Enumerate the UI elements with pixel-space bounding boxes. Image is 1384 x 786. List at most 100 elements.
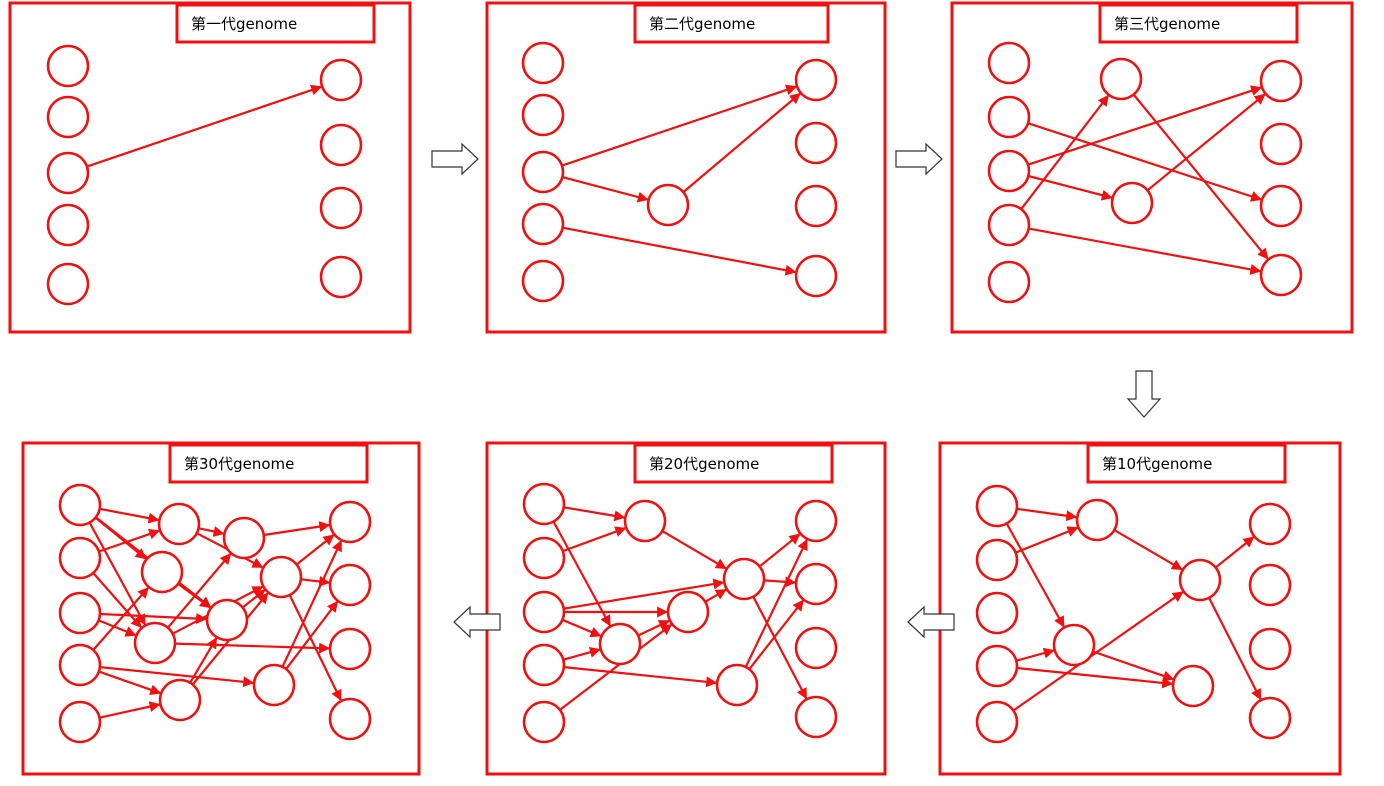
- hidden-node: [158, 678, 202, 722]
- output-node: [794, 695, 838, 739]
- panel-title: 第20代genome: [649, 455, 759, 473]
- input-node: [58, 483, 102, 527]
- panel-frame: [938, 441, 1342, 776]
- output-node: [794, 121, 838, 165]
- input-node: [521, 202, 565, 246]
- hidden-node: [222, 516, 266, 560]
- hidden-node: [646, 183, 690, 227]
- connection-arrow: [744, 538, 808, 668]
- connection-arrow: [241, 589, 266, 609]
- hidden-node: [623, 499, 667, 543]
- input-node: [987, 203, 1031, 247]
- connection-arrow: [1027, 122, 1263, 202]
- input-node: [58, 536, 102, 580]
- output-node: [1248, 696, 1292, 740]
- input-node: [975, 484, 1019, 528]
- output-node: [328, 697, 372, 741]
- connection-arrow: [763, 576, 797, 588]
- connection-arrow: [1028, 227, 1262, 275]
- connection-arrow: [99, 507, 160, 524]
- connection-arrow: [1208, 597, 1262, 701]
- input-node: [58, 591, 102, 635]
- hidden-node: [715, 663, 759, 707]
- connections: [561, 84, 801, 276]
- panel-frame: [21, 441, 421, 776]
- connection-arrow: [561, 84, 798, 167]
- connection-arrow: [174, 642, 331, 654]
- input-node: [987, 260, 1031, 304]
- connection-arrow: [1005, 522, 1065, 628]
- output-node: [328, 563, 372, 607]
- hidden-node: [666, 590, 710, 634]
- panel-title-box: [1098, 3, 1299, 44]
- connection-arrow: [300, 575, 331, 587]
- output-node: [319, 58, 363, 102]
- hidden-node: [133, 621, 177, 665]
- output-node: [1259, 59, 1303, 103]
- hidden-node: [140, 550, 184, 594]
- connection-arrow: [288, 594, 342, 702]
- panel-title-box: [175, 3, 376, 44]
- connection-arrow: [1028, 174, 1113, 201]
- input-node: [987, 41, 1031, 85]
- connection-arrow: [1092, 650, 1175, 682]
- connection-arrow: [752, 596, 808, 700]
- connections: [1005, 507, 1262, 712]
- connections: [552, 506, 808, 711]
- panel-title-box: [168, 443, 369, 484]
- hidden-node: [598, 622, 642, 666]
- connection-arrow: [98, 528, 161, 553]
- panel-gen3: 第三代genome: [950, 1, 1354, 334]
- connection-arrow: [98, 619, 137, 637]
- input-node: [987, 95, 1031, 139]
- connection-arrow: [99, 612, 208, 625]
- connection-arrow: [1016, 666, 1174, 689]
- connection-arrow: [281, 540, 343, 668]
- hidden-node: [1052, 623, 1096, 667]
- connections: [88, 507, 343, 719]
- input-node: [522, 590, 566, 634]
- output-node: [328, 627, 372, 671]
- hidden-node: [205, 598, 249, 642]
- input-node: [46, 44, 90, 88]
- connection-arrow: [86, 84, 323, 168]
- input-node: [522, 536, 566, 580]
- connection-arrow: [562, 176, 649, 203]
- panel-title: 第三代genome: [1114, 15, 1220, 33]
- nodes: [522, 482, 838, 744]
- nodes: [975, 484, 1292, 744]
- input-node: [975, 591, 1019, 635]
- input-node: [58, 700, 102, 744]
- panel-gen2: 第二代genome: [485, 1, 887, 334]
- connection-arrow: [682, 92, 801, 193]
- connection-arrow: [562, 226, 797, 276]
- panel-title-box: [1086, 443, 1287, 484]
- connection-arrow: [92, 586, 149, 651]
- input-node: [46, 262, 90, 306]
- connection-arrow: [1015, 526, 1079, 554]
- connection-arrow: [198, 526, 225, 537]
- connection-arrow: [1214, 536, 1255, 569]
- output-node: [1259, 253, 1303, 297]
- output-node: [319, 255, 363, 299]
- connection-arrow: [559, 623, 673, 711]
- connection-arrow: [661, 530, 727, 570]
- panel-title: 第10代genome: [1102, 455, 1212, 473]
- panel-gen20: 第20代genome: [485, 441, 887, 776]
- connection-arrow: [562, 526, 627, 553]
- connection-arrow: [1027, 85, 1263, 166]
- input-node: [521, 259, 565, 303]
- connection-arrow: [295, 534, 335, 566]
- input-node: [975, 700, 1019, 744]
- output-node: [319, 186, 363, 230]
- connection-arrow: [88, 522, 146, 626]
- hidden-node: [1075, 498, 1119, 542]
- connection-arrow: [98, 670, 162, 696]
- panel-gen1: 第一代genome: [8, 1, 412, 334]
- input-node: [522, 700, 566, 744]
- hidden-node: [722, 557, 766, 601]
- connection-arrow: [561, 618, 602, 638]
- connection-arrow: [1113, 529, 1183, 571]
- output-node: [794, 562, 838, 606]
- connection-arrow: [563, 578, 725, 610]
